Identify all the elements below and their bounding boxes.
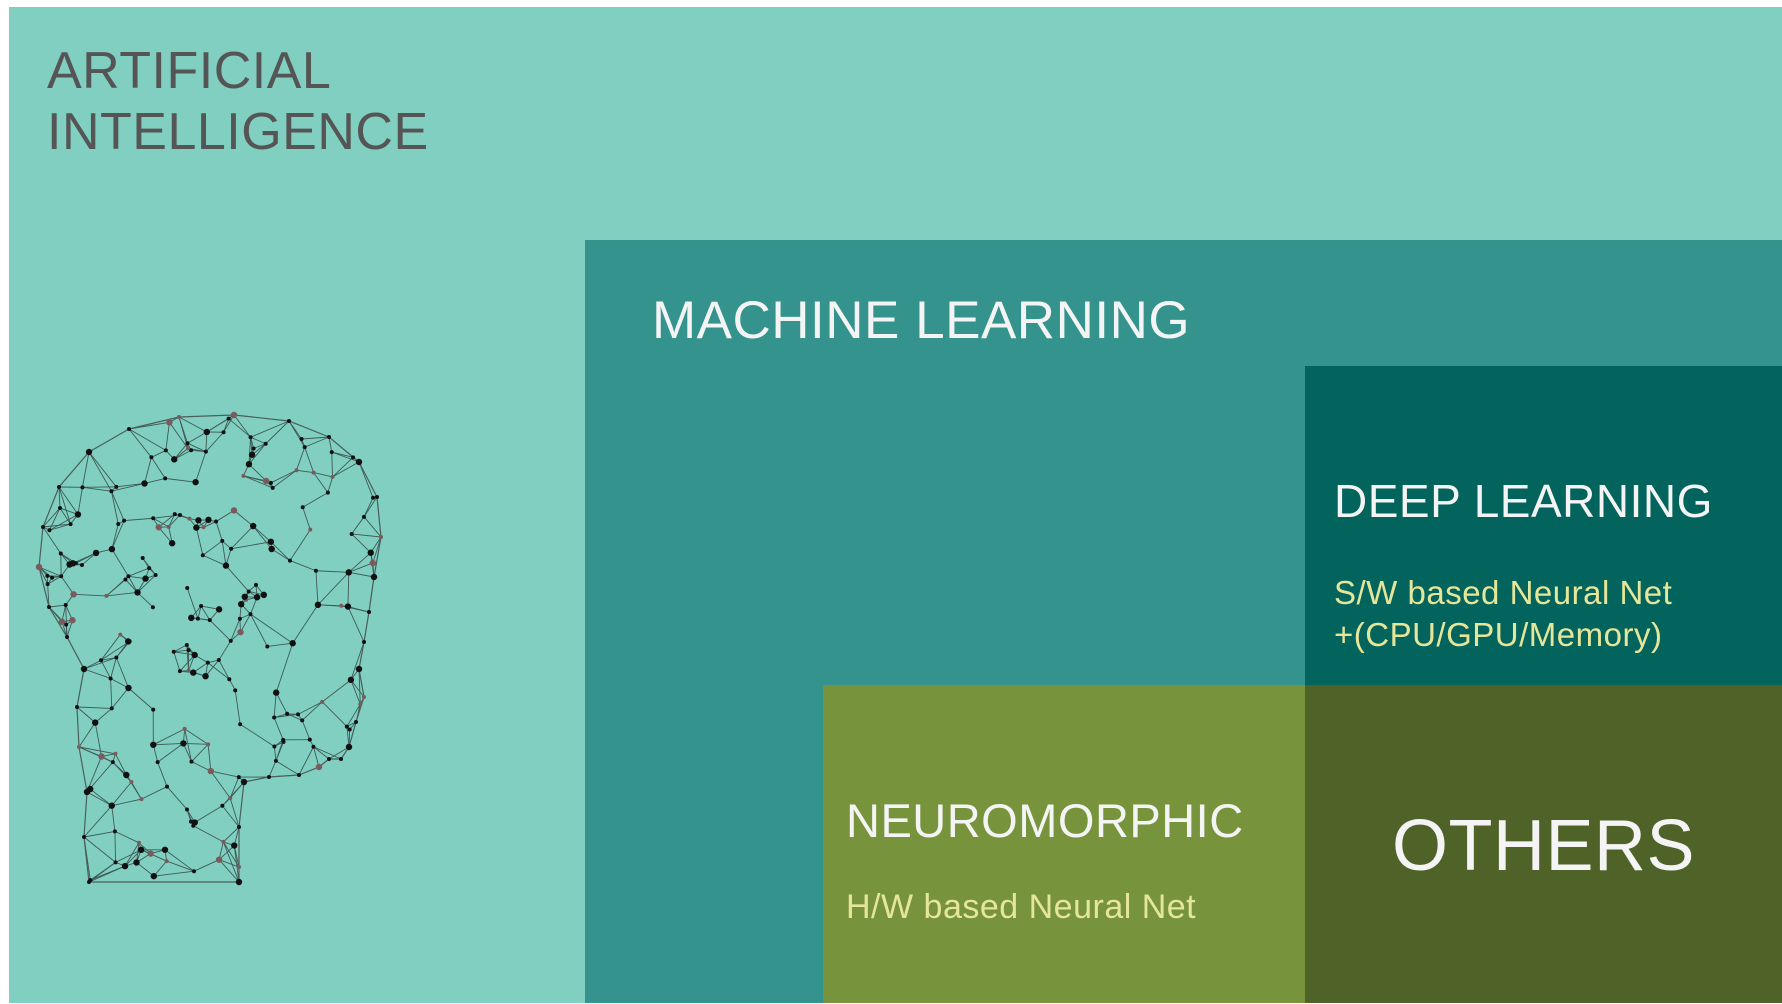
polygonal-head-icon [35,411,383,886]
others-region: OTHERS [1305,685,1782,1003]
deep-learning-region: DEEP LEARNING S/W based Neural Net +(CPU… [1305,366,1782,685]
ai-title: ARTIFICIAL INTELLIGENCE [47,42,429,161]
dl-subtitle: S/W based Neural Net +(CPU/GPU/Memory) [1334,574,1673,653]
others-title: OTHERS [1391,806,1696,886]
neuromorphic-region: NEUROMORPHIC H/W based Neural Net [823,685,1305,1003]
ml-title: MACHINE LEARNING [652,291,1191,350]
neuromorphic-subtitle: H/W based Neural Net [846,888,1197,926]
dl-title: DEEP LEARNING [1334,475,1713,527]
neuromorphic-title: NEUROMORPHIC [846,794,1244,847]
